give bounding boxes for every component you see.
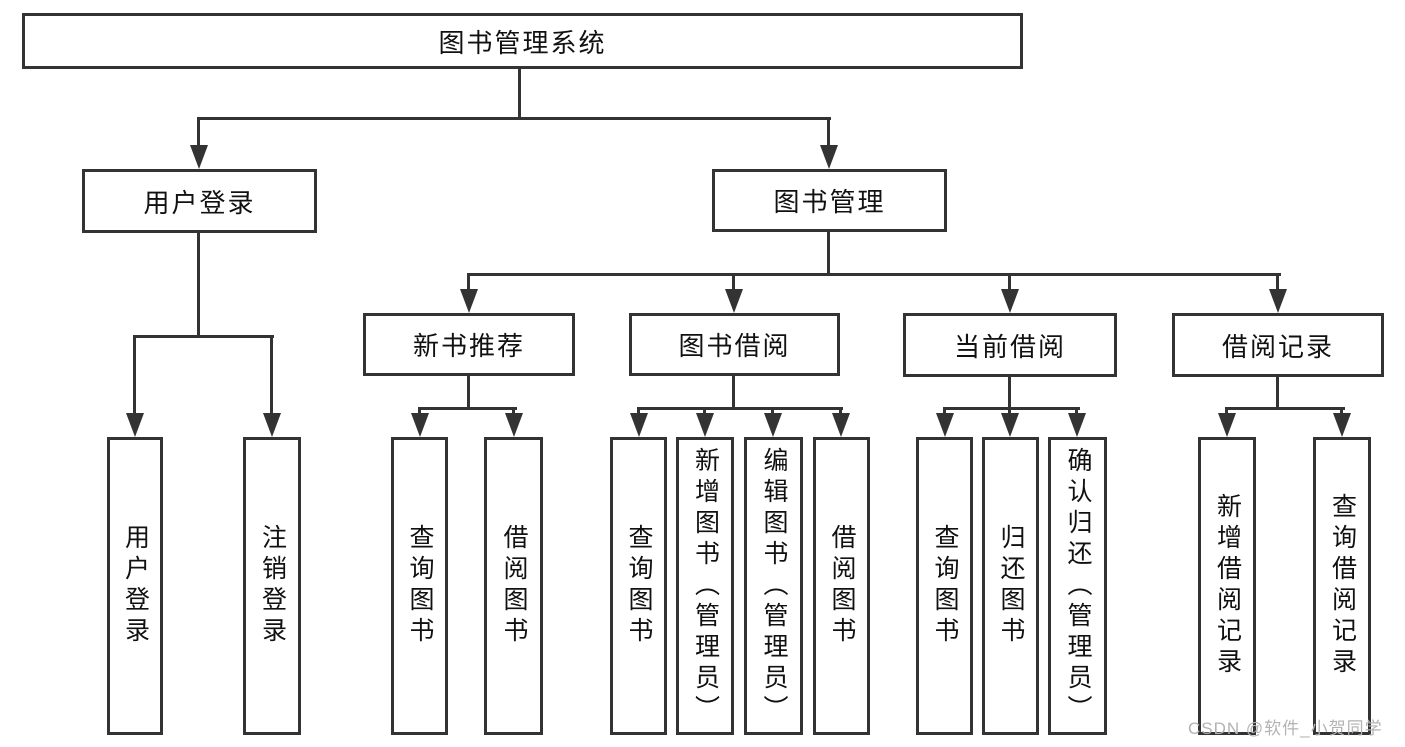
arrow-to-new-book (460, 289, 478, 313)
connector-bookborrow-stub-1 (637, 407, 640, 417)
connector-record-down (1276, 377, 1279, 410)
leaf-logout-label: 注销登录 (258, 524, 287, 648)
connector-record-bus (1225, 407, 1345, 410)
leaf-newbook-borrow-label: 借阅图书 (500, 524, 528, 648)
leaf-borrow-edit: 编辑图书（管理员） (744, 437, 803, 735)
leaf-borrow-query-label: 查询图书 (625, 524, 653, 648)
leaf-borrow-borrow-label: 借阅图书 (828, 524, 856, 648)
leaf-current-return: 归还图书 (982, 437, 1039, 735)
connector-userlogin-stub-2 (270, 335, 273, 415)
connector-userlogin-down (197, 233, 200, 338)
node-user-login: 用户登录 (82, 169, 317, 233)
connector-bookmgmt-down (827, 232, 830, 276)
arrow-to-borrow-record (1269, 289, 1287, 313)
connector-root-stub (518, 69, 521, 120)
leaf-current-query: 查询图书 (916, 437, 973, 735)
csdn-watermark: CSDN @软件_小贺同学 (1188, 719, 1383, 738)
leaf-current-confirm-label: 确认归还（管理员） (1064, 446, 1092, 726)
connector-newbook-stub-2 (512, 407, 515, 417)
node-root-label: 图书管理系统 (438, 27, 607, 58)
arrow-to-book-mgmt (820, 145, 838, 169)
leaf-record-add: 新增借阅记录 (1198, 437, 1256, 735)
arrow-to-leaf-current-query (936, 413, 954, 437)
arrow-to-leaf-logout (263, 413, 281, 437)
connector-l2-bus (197, 117, 831, 120)
connector-l2-left-stub (197, 117, 200, 148)
leaf-logout: 注销登录 (243, 437, 301, 735)
connector-l3-stub-2 (732, 273, 735, 292)
arrow-to-leaf-newbook-query (411, 413, 429, 437)
arrow-to-leaf-borrow-borrow (832, 413, 850, 437)
connector-l3-stub-1 (467, 273, 470, 292)
connector-record-stub-2 (1340, 407, 1343, 417)
node-user-login-label: 用户登录 (143, 187, 256, 218)
arrow-to-user-login (190, 145, 208, 169)
arrow-to-leaf-borrow-add (696, 413, 714, 437)
leaf-record-add-label: 新增借阅记录 (1213, 493, 1242, 679)
connector-l3-stub-3 (1008, 273, 1011, 292)
connector-bookborrow-stub-4 (839, 407, 842, 417)
leaf-borrow-query: 查询图书 (610, 437, 667, 735)
node-root: 图书管理系统 (22, 13, 1023, 69)
leaf-newbook-borrow: 借阅图书 (484, 437, 543, 735)
node-book-borrow-label: 图书借阅 (678, 331, 791, 361)
leaf-record-query: 查询借阅记录 (1313, 437, 1371, 735)
arrow-to-leaf-record-query (1333, 413, 1351, 437)
connector-newbook-bus (418, 407, 517, 410)
connector-bookborrow-down (732, 376, 735, 410)
connector-newbook-stub-1 (418, 407, 421, 417)
leaf-newbook-query-label: 查询图书 (406, 524, 434, 648)
connector-bookborrow-stub-3 (771, 407, 774, 417)
connector-newbook-down (467, 376, 470, 410)
arrow-to-leaf-user-login (126, 413, 144, 437)
node-new-book-label: 新书推荐 (412, 331, 525, 361)
leaf-current-confirm: 确认归还（管理员） (1048, 437, 1107, 735)
node-current-borrow-label: 当前借阅 (953, 331, 1066, 362)
connector-l3-bus (467, 273, 1281, 276)
connector-userlogin-stub-1 (133, 335, 136, 415)
node-book-mgmt-label: 图书管理 (773, 187, 886, 217)
leaf-borrow-borrow: 借阅图书 (813, 437, 870, 735)
connector-userlogin-bus (133, 335, 274, 338)
connector-bookborrow-bus (637, 407, 843, 410)
connector-bookborrow-stub-2 (703, 407, 706, 417)
arrow-to-leaf-current-return (1001, 413, 1019, 437)
leaf-user-login-label: 用户登录 (121, 524, 150, 648)
arrow-to-book-borrow (725, 289, 743, 313)
node-book-borrow: 图书借阅 (629, 313, 840, 376)
node-borrow-record-label: 借阅记录 (1221, 331, 1334, 362)
node-book-mgmt: 图书管理 (712, 169, 947, 232)
connector-current-stub-1 (943, 407, 946, 417)
arrow-to-leaf-current-confirm (1068, 413, 1086, 437)
leaf-borrow-add: 新增图书（管理员） (676, 437, 734, 735)
arrow-to-current-borrow (1001, 289, 1019, 313)
connector-current-stub-3 (1075, 407, 1078, 417)
leaf-newbook-query: 查询图书 (391, 437, 448, 735)
connector-record-stub-1 (1225, 407, 1228, 417)
leaf-borrow-edit-label: 编辑图书（管理员） (760, 446, 788, 726)
leaf-current-query-label: 查询图书 (931, 524, 959, 648)
arrow-to-leaf-record-add (1218, 413, 1236, 437)
arrow-to-leaf-newbook-borrow (505, 413, 523, 437)
arrow-to-leaf-borrow-edit (764, 413, 782, 437)
node-new-book: 新书推荐 (363, 313, 575, 376)
connector-l3-stub-4 (1276, 273, 1279, 292)
arrow-to-leaf-borrow-query (630, 413, 648, 437)
leaf-user-login: 用户登录 (107, 437, 163, 735)
connector-current-down (1008, 377, 1011, 410)
connector-current-stub-2 (1008, 407, 1011, 417)
node-borrow-record: 借阅记录 (1172, 313, 1384, 377)
leaf-current-return-label: 归还图书 (997, 524, 1025, 648)
connector-l2-right-stub (827, 117, 830, 148)
leaf-borrow-add-label: 新增图书（管理员） (691, 446, 720, 726)
leaf-record-query-label: 查询借阅记录 (1328, 493, 1357, 679)
node-current-borrow: 当前借阅 (903, 313, 1117, 377)
connector-current-bus (943, 407, 1080, 410)
